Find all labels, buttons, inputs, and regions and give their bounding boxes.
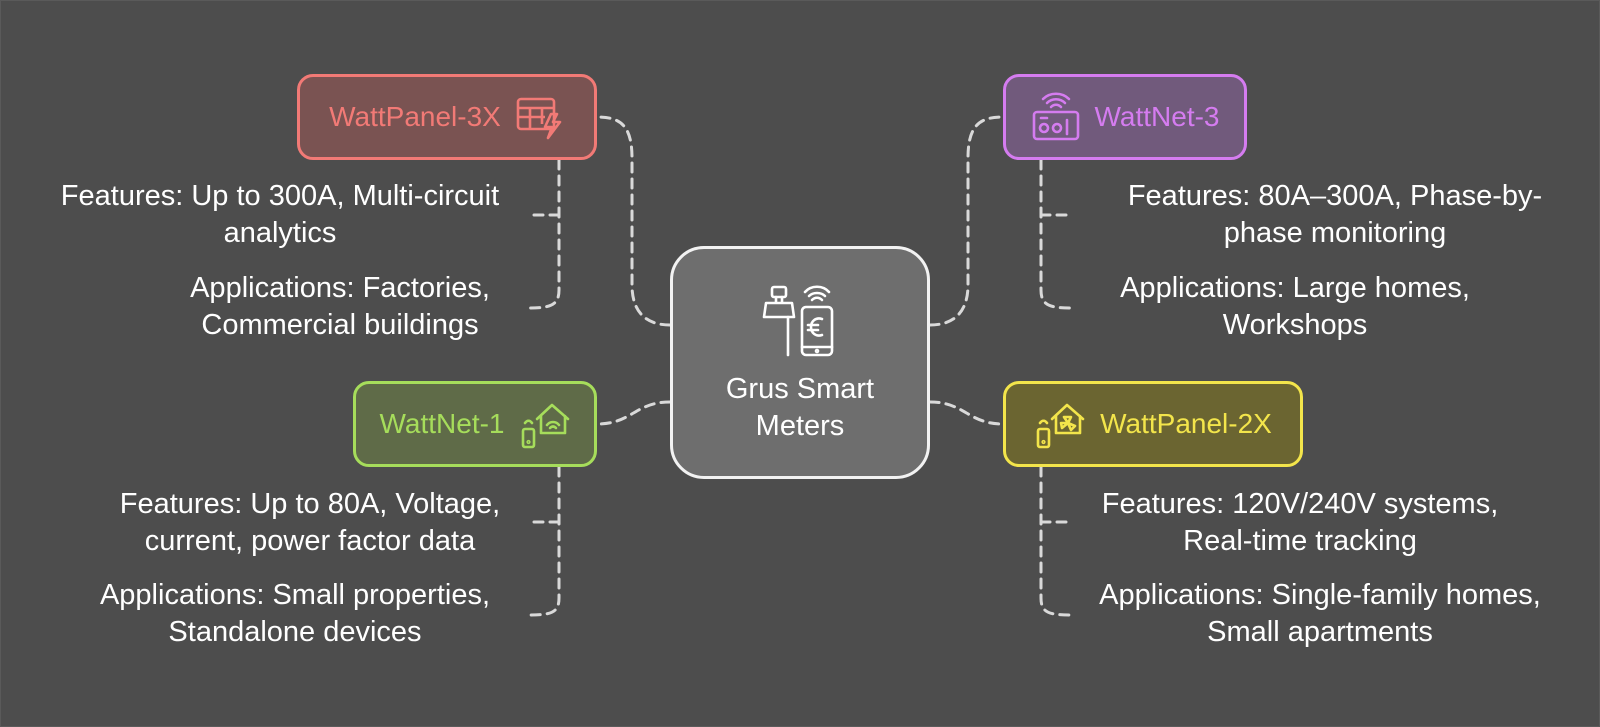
- wattpanel-3x-applications: Applications: Factories, Commercial buil…: [190, 272, 490, 341]
- connector-center-wattnet-1: [595, 400, 672, 426]
- wattnet-1-features: Features: Up to 80A, Voltage, current, p…: [119, 488, 501, 557]
- connector-center-wattpanel-3x: [595, 115, 672, 327]
- wireless-meter-icon: [1032, 92, 1079, 141]
- node-wattpanel-2x: WattPanel-2X: [1003, 381, 1303, 467]
- smart-home-phone-icon: [521, 403, 569, 449]
- connector-wattpanel-2x-details: [1039, 465, 1072, 617]
- node-label: WattPanel-3X: [329, 101, 501, 132]
- center-node: Grus Smart Meters: [670, 246, 930, 479]
- center-title: Grus Smart Meters: [725, 372, 875, 442]
- wattnet-3-features: Features: 80A–300A, Phase-by- phase moni…: [1127, 180, 1543, 249]
- wattpanel-3x-features: Features: Up to 300A, Multi-circuit anal…: [60, 180, 500, 249]
- connector-wattnet-1-details: [528, 465, 561, 617]
- wattpanel-2x-features: Features: 120V/240V systems, Real-time t…: [1101, 488, 1499, 557]
- node-wattpanel-3x: WattPanel-3X: [297, 74, 597, 160]
- connector-center-wattpanel-2x: [928, 400, 1005, 426]
- connector-wattnet-3-details: [1039, 158, 1072, 310]
- node-label: WattNet-3: [1094, 101, 1220, 132]
- wattpanel-2x-applications: Applications: Single-family homes, Small…: [1099, 579, 1541, 648]
- connector-center-wattnet-3: [928, 115, 1005, 327]
- smart-home-fan-icon: [1036, 403, 1085, 449]
- table-lightning-icon: [516, 97, 562, 140]
- wattnet-1-applications: Applications: Small properties, Standalo…: [99, 579, 491, 648]
- node-wattnet-1: WattNet-1: [353, 381, 597, 467]
- node-label: WattNet-1: [379, 408, 505, 439]
- node-label: WattPanel-2X: [1100, 408, 1272, 439]
- meter-phone-euro-icon: [762, 284, 834, 356]
- connector-wattpanel-3x-details: [528, 158, 561, 310]
- wattnet-3-applications: Applications: Large homes, Workshops: [1120, 272, 1470, 341]
- node-wattnet-3: WattNet-3: [1003, 74, 1247, 160]
